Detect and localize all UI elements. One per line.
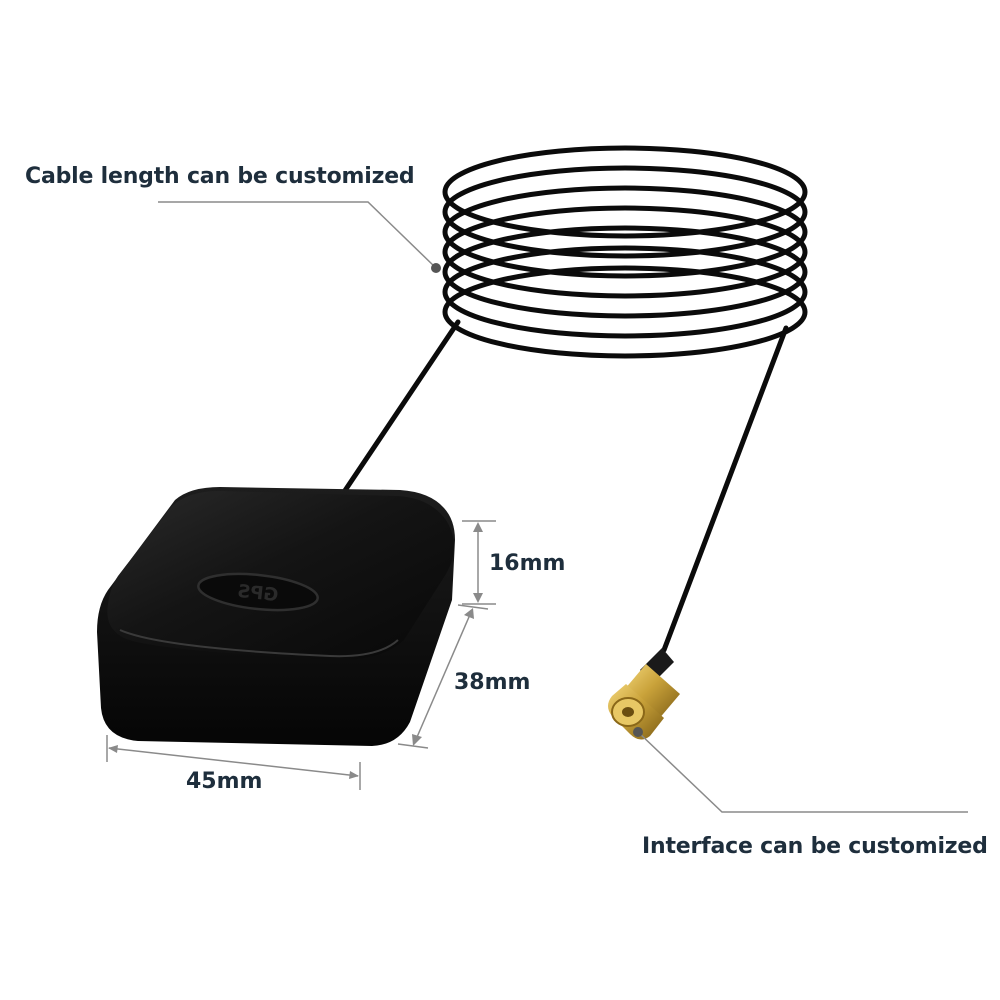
gps-antenna: GPS (97, 487, 455, 746)
gps-logo: GPS (197, 572, 319, 612)
cable-length-label: Cable length can be customized (25, 164, 415, 189)
cable-to-connector (661, 325, 789, 653)
cable-leader-line (158, 201, 441, 273)
depth-label: 38mm (454, 670, 531, 695)
depth-dimension (397, 604, 489, 749)
interface-label: Interface can be customized (642, 834, 988, 859)
svg-text:GPS: GPS (236, 581, 279, 606)
width-dimension (106, 735, 361, 790)
interface-leader-line (633, 727, 968, 813)
cable-to-antenna (341, 319, 461, 495)
height-dimension (462, 520, 496, 605)
height-label: 16mm (489, 551, 566, 576)
width-label: 45mm (186, 769, 263, 794)
sma-connector (608, 648, 680, 740)
cable-coil (442, 145, 808, 359)
